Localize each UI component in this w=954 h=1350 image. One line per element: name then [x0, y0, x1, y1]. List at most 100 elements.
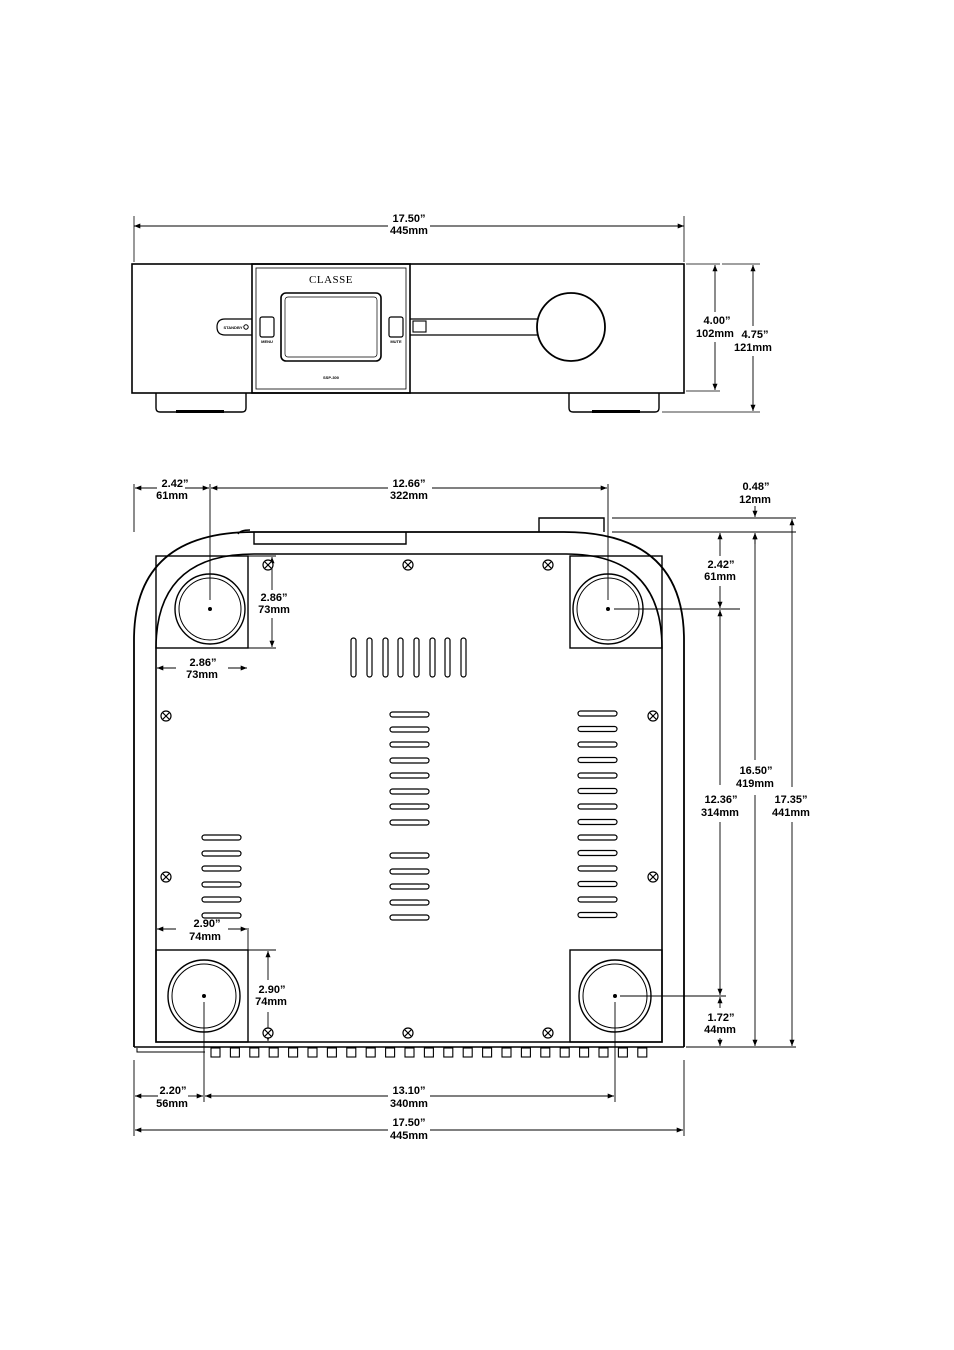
connector	[483, 1048, 492, 1057]
vent-slot	[202, 835, 241, 840]
front-width-in: 17.50”	[392, 213, 425, 225]
connector	[618, 1048, 627, 1057]
rear-foot-h-in: 2.90”	[194, 918, 221, 930]
vent-slot	[390, 742, 429, 747]
touch-display	[281, 293, 381, 361]
bottom-plate	[156, 554, 662, 1042]
vent-slot	[578, 913, 617, 918]
vent-slot	[390, 884, 429, 889]
connector	[444, 1048, 453, 1057]
vent-slot	[390, 789, 429, 794]
rear-foot-v-mm: 74mm	[255, 996, 287, 1008]
rear-left-offset-mm: 56mm	[156, 1098, 188, 1110]
connector	[211, 1048, 220, 1057]
rear-foot-v-in: 2.90”	[259, 984, 286, 996]
front-view	[132, 216, 760, 413]
connector	[269, 1048, 278, 1057]
volume-knob	[537, 293, 605, 361]
connector	[327, 1048, 336, 1057]
connector	[502, 1048, 511, 1057]
left-foot-offset-in: 2.42”	[162, 478, 189, 490]
vent-slot	[578, 804, 617, 809]
vent-slot	[202, 866, 241, 871]
bottom-width-in: 17.50”	[392, 1117, 425, 1129]
total-depth-mm: 441mm	[772, 807, 810, 819]
mute-button	[389, 317, 403, 337]
menu-button	[260, 317, 274, 337]
bottom-view	[134, 484, 796, 1136]
vent-slot	[578, 758, 617, 763]
connector	[289, 1048, 298, 1057]
front-foot-h-mm: 73mm	[186, 669, 218, 681]
rear-overhang-in: 0.48”	[743, 481, 770, 493]
connector	[541, 1048, 550, 1057]
depth-mm: 419mm	[736, 778, 774, 790]
vent-slot	[202, 897, 241, 902]
front-foot-v-in: 2.86”	[261, 592, 288, 604]
vent-slot	[578, 851, 617, 856]
foot-spacing-top-in: 12.66”	[392, 478, 425, 490]
connector	[599, 1048, 608, 1057]
panel-height-mm: 102mm	[696, 328, 734, 340]
total-depth-in: 17.35”	[774, 794, 807, 806]
connector	[386, 1048, 395, 1057]
vent-slot	[202, 851, 241, 856]
rear-foot-offset-in: 1.72”	[708, 1012, 735, 1024]
horizontal-vents	[202, 711, 617, 920]
rear-foot-h-mm: 74mm	[189, 931, 221, 943]
vent-slot	[202, 882, 241, 887]
front-foot-h-in: 2.86”	[190, 657, 217, 669]
vent-slot	[390, 915, 429, 920]
vent-slot	[390, 727, 429, 732]
vent-slot	[578, 882, 617, 887]
front-foot-v-mm: 73mm	[258, 604, 290, 616]
vent-slot	[390, 869, 429, 874]
vent-slot	[578, 789, 617, 794]
bottom-width-mm: 445mm	[390, 1130, 428, 1142]
vent-slot	[390, 773, 429, 778]
model-label: SSP-300	[323, 375, 340, 380]
foot-spacing-bottom-mm: 340mm	[390, 1098, 428, 1110]
vent-slot	[390, 853, 429, 858]
vent-slot	[578, 711, 617, 716]
foot-depth-spacing-in: 12.36”	[704, 794, 737, 806]
connector	[230, 1048, 239, 1057]
front-width-mm: 445mm	[390, 225, 428, 237]
connector	[424, 1048, 433, 1057]
connector	[580, 1048, 589, 1057]
panel-height-in: 4.00”	[704, 315, 731, 327]
connector	[560, 1048, 569, 1057]
connector	[347, 1048, 356, 1057]
rear-overhang-mm: 12mm	[739, 494, 771, 506]
vent-slot	[390, 900, 429, 905]
vent-slot	[578, 773, 617, 778]
connector	[250, 1048, 259, 1057]
connector	[463, 1048, 472, 1057]
vent-slot	[390, 712, 429, 717]
connector	[405, 1048, 414, 1057]
vent-slot	[578, 835, 617, 840]
rear-foot-offset-mm: 44mm	[704, 1024, 736, 1036]
total-height-mm: 121mm	[734, 342, 772, 354]
menu-label: MENU	[261, 339, 273, 344]
vent-slot	[578, 727, 617, 732]
right-foot-offset-in: 2.42”	[708, 559, 735, 571]
vent-slot	[390, 804, 429, 809]
connector	[638, 1048, 647, 1057]
connector	[521, 1048, 530, 1057]
screws	[161, 560, 658, 1038]
foot-depth-spacing-mm: 314mm	[701, 807, 739, 819]
vertical-vents	[351, 638, 466, 677]
standby-label: STANDBY	[223, 325, 242, 330]
foot-spacing-top-mm: 322mm	[390, 490, 428, 502]
total-height-in: 4.75”	[742, 329, 769, 341]
vent-slot	[578, 866, 617, 871]
vent-slot	[578, 897, 617, 902]
connector	[366, 1048, 375, 1057]
vent-slot	[390, 820, 429, 825]
foot-spacing-bottom-in: 13.10”	[392, 1085, 425, 1097]
connector	[308, 1048, 317, 1057]
right-foot-offset-mm: 61mm	[704, 571, 736, 583]
front-foot-left	[156, 393, 246, 412]
